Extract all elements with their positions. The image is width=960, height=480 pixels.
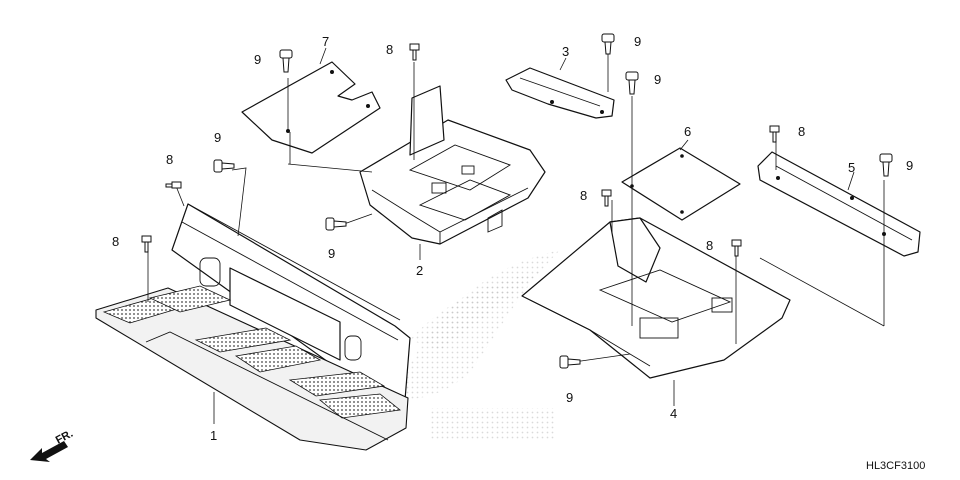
fastener-9d-clip (213, 159, 235, 173)
callout-bolt-8a: 8 (386, 42, 393, 57)
fastener-8f-bolt (731, 239, 742, 257)
callout-clip-9d: 9 (214, 130, 221, 145)
part-7-plate (241, 61, 381, 154)
callout-clip-9c: 9 (654, 72, 661, 87)
direction-label: FR. (54, 428, 75, 447)
watermark-emblem (395, 250, 560, 440)
part-6-plate (621, 147, 741, 221)
diagram-code: HL3CF3100 (866, 460, 925, 472)
leader-lines (147, 47, 885, 424)
callout-part-1: 1 (210, 428, 217, 443)
fastener-9f-clip (325, 217, 347, 231)
fastener-8b-bolt (769, 125, 780, 143)
fastener-9b-clip (601, 33, 615, 55)
callout-part-6: 6 (684, 124, 691, 139)
fastener-8d-bolt (601, 189, 612, 207)
front-direction-arrow: FR. (30, 428, 75, 462)
fastener-9c-clip (625, 71, 639, 95)
part-3-bracket (505, 67, 615, 119)
callout-bolt-8f: 8 (706, 238, 713, 253)
fasteners (141, 33, 893, 369)
fastener-9e-clip (879, 153, 893, 177)
callout-part-3: 3 (562, 44, 569, 59)
callout-clip-9a: 9 (254, 52, 261, 67)
callout-clip-9e: 9 (906, 158, 913, 173)
callout-part-2: 2 (416, 263, 423, 278)
fastener-8c-bolt (165, 181, 182, 189)
part-1-rear-panel (95, 203, 411, 451)
callout-bolt-8d: 8 (580, 188, 587, 203)
callout-bolt-8b: 8 (798, 124, 805, 139)
callout-clip-9f: 9 (328, 246, 335, 261)
part-5-rail (757, 151, 921, 257)
fastener-8a-bolt (409, 43, 420, 61)
fastener-8e-bolt (141, 235, 152, 253)
fastener-9g-clip (559, 355, 581, 369)
callout-bolt-8e: 8 (112, 234, 119, 249)
callout-clip-9b: 9 (634, 34, 641, 49)
callout-clip-9g: 9 (566, 390, 573, 405)
fastener-9a-clip (279, 49, 293, 73)
callout-part-5: 5 (848, 160, 855, 175)
part-4-floor-panel (521, 217, 791, 379)
callout-bolt-8c: 8 (166, 152, 173, 167)
callout-part-7: 7 (322, 34, 329, 49)
part-2-center-tray (359, 85, 546, 245)
callout-part-4: 4 (670, 406, 677, 421)
callouts: 1 2 3 4 5 6 7 8 8 8 8 8 8 9 9 9 9 9 9 9 … (112, 34, 913, 443)
